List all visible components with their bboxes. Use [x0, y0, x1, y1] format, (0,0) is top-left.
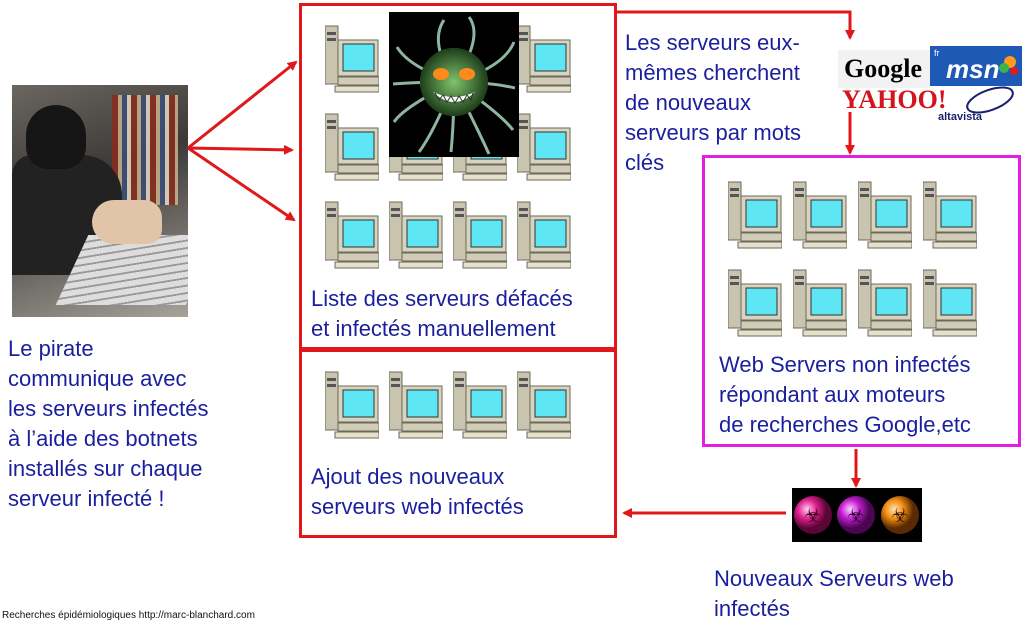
computer-server-icon: [452, 368, 508, 440]
computer-server-icon: [516, 198, 572, 270]
label-line: Ajout des nouveaux: [311, 464, 505, 489]
search-text-line: clés: [625, 150, 665, 175]
computer-server-icon: [516, 368, 572, 440]
svg-text:☣: ☣: [804, 505, 822, 527]
hacker-text-line: Le pirate: [8, 336, 94, 361]
search-text-line: serveurs par mots: [625, 120, 802, 145]
computer-server-icon: [324, 110, 380, 182]
computer-server-icon: [792, 266, 848, 338]
msn-fr-label: fr: [934, 48, 940, 58]
computer-server-icon: [516, 22, 572, 94]
computer-server-icon: [922, 266, 978, 338]
computer-server-icon: [388, 198, 444, 270]
search-text-line: mêmes cherchent: [625, 60, 800, 85]
computer-server-icon: [727, 266, 783, 338]
hacker-text-line: serveur infecté !: [8, 486, 165, 511]
footer-credit: Recherches épidémiologiques http://marc-…: [2, 610, 255, 621]
search-description: Les serveurs eux- mêmes cherchent de nou…: [625, 28, 845, 178]
hacker-description: Le pirate communique avec les serveurs i…: [8, 334, 278, 514]
computer-server-icon: [792, 178, 848, 250]
label-line: infectés: [714, 596, 790, 621]
computer-server-icon: [388, 368, 444, 440]
new-infected-servers-box: [299, 349, 617, 538]
search-text-line: Les serveurs eux-: [625, 30, 800, 55]
arrow-to-search-engines: [617, 10, 855, 40]
biohazard-icon: ☣: [794, 496, 832, 534]
biohazard-icons: ☣ ☣ ☣: [792, 488, 922, 542]
label-line: et infectés manuellement: [311, 316, 556, 341]
defaced-servers-label: Liste des serveurs défacés et infectés m…: [311, 284, 621, 344]
svg-text:☣: ☣: [891, 505, 909, 527]
yahoo-logo: YAHOO!: [842, 85, 947, 114]
arrow-hacker-to-top: [187, 60, 298, 150]
label-line: Web Servers non infectés: [719, 352, 971, 377]
computer-server-icon: [324, 368, 380, 440]
computer-server-icon: [727, 178, 783, 250]
label-line: répondant aux moteurs: [719, 382, 946, 407]
google-logo: Google: [844, 54, 922, 83]
biohazard-icon: ☣: [837, 496, 875, 534]
search-engine-logos: Google fr msn YAHOO! altavista: [838, 44, 1022, 124]
hacker-photo: [12, 85, 188, 317]
label-line: Nouveaux Serveurs web: [714, 566, 954, 591]
biohazard-icon: ☣: [881, 496, 919, 534]
new-infected-label: Nouveaux Serveurs web infectés: [714, 564, 1014, 624]
msn-logo: msn: [946, 54, 999, 84]
computer-server-icon: [452, 198, 508, 270]
virus-monster-icon: [389, 12, 519, 157]
computer-server-icon: [857, 178, 913, 250]
hacker-text-line: communique avec: [8, 366, 187, 391]
altavista-logo: altavista: [938, 111, 983, 123]
hacker-text-line: à l’aide des botnets: [8, 426, 198, 451]
svg-text:☣: ☣: [847, 505, 865, 527]
computer-server-icon: [324, 198, 380, 270]
search-text-line: de nouveaux: [625, 90, 751, 115]
computer-server-icon: [857, 266, 913, 338]
label-line: Liste des serveurs défacés: [311, 286, 573, 311]
computer-server-icon: [324, 22, 380, 94]
defaced-servers-box: [299, 3, 617, 350]
uninfected-servers-box: [702, 155, 1021, 447]
hacker-text-line: installés sur chaque: [8, 456, 203, 481]
hacker-text-line: les serveurs infectés: [8, 396, 209, 421]
arrow-hacker-to-mid: [187, 144, 294, 155]
new-servers-label: Ajout des nouveaux serveurs web infectés: [311, 462, 611, 522]
label-line: de recherches Google,etc: [719, 412, 971, 437]
arrow-hacker-to-bottom: [187, 146, 296, 222]
label-line: serveurs web infectés: [311, 494, 524, 519]
computer-server-icon: [922, 178, 978, 250]
uninfected-servers-label: Web Servers non infectés répondant aux m…: [719, 350, 1019, 440]
